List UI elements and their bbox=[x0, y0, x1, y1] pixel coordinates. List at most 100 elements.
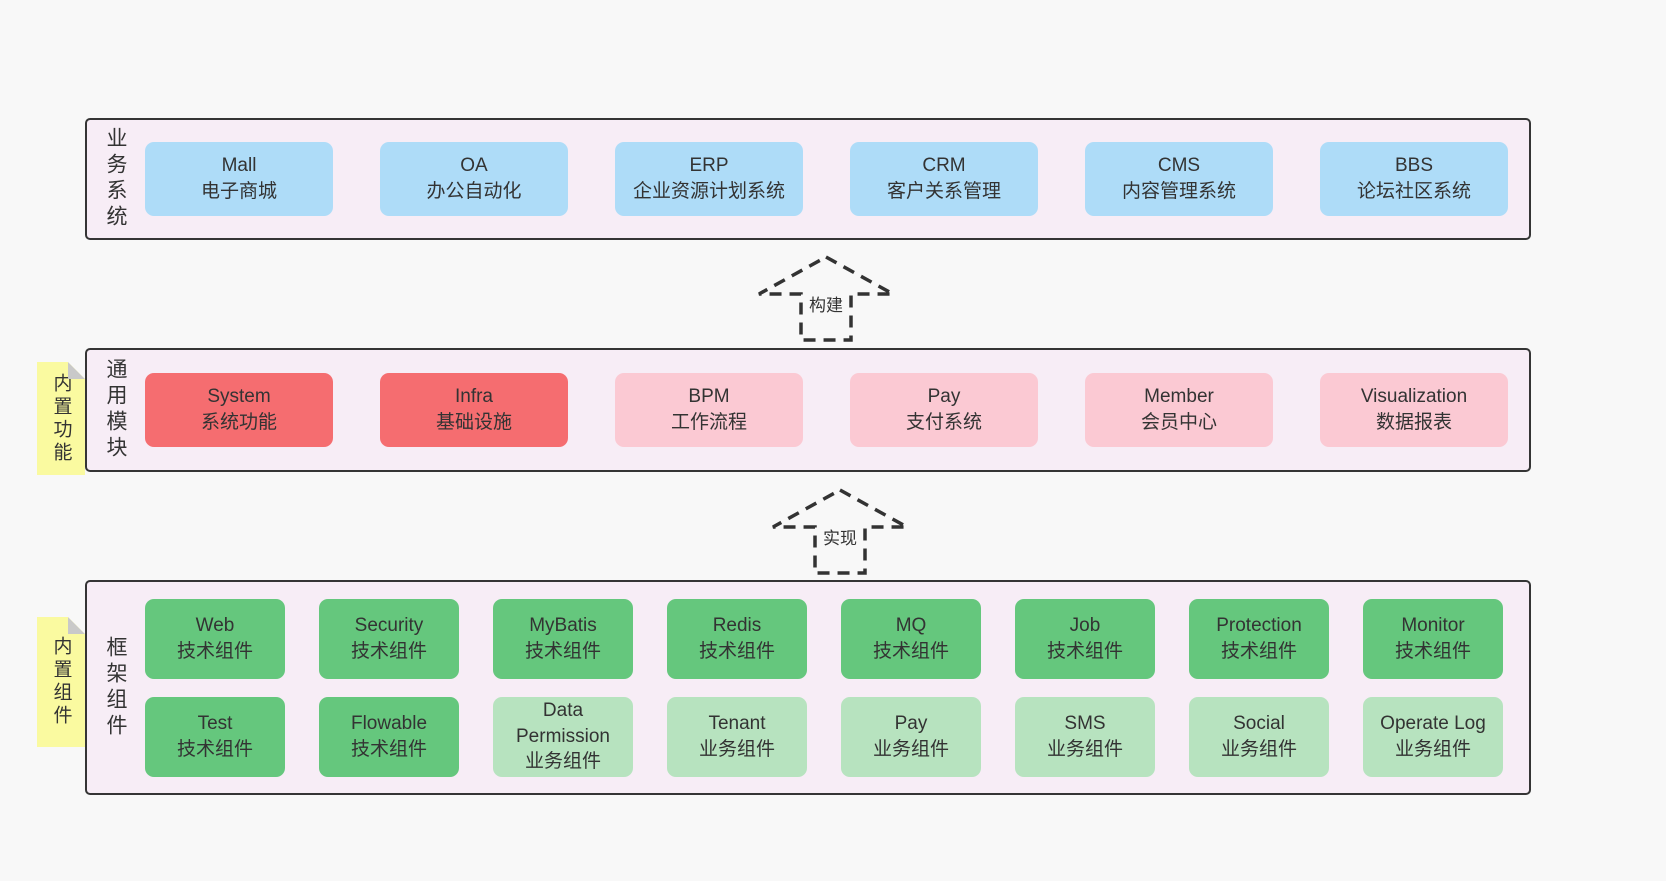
box-mq: MQ 技术组件 bbox=[841, 598, 981, 679]
box-pay: Pay 支付系统 bbox=[850, 373, 1038, 447]
box-data-permission: Data Permission 业务组件 bbox=[493, 696, 633, 777]
box-title: Web bbox=[195, 614, 235, 636]
box-title: OA bbox=[460, 155, 488, 177]
box-mall: Mall 电子商城 bbox=[145, 142, 333, 216]
box-title: Social bbox=[1233, 712, 1285, 734]
box-title: Redis bbox=[712, 614, 762, 636]
build-arrow-label: 构建 bbox=[806, 290, 846, 317]
box-subtitle: 办公自动化 bbox=[426, 181, 522, 202]
box-title: Pay bbox=[894, 712, 928, 734]
box-title: SMS bbox=[1064, 712, 1106, 734]
box-title: Operate Log bbox=[1380, 712, 1486, 734]
box-title: MyBatis bbox=[529, 614, 597, 636]
build-arrow: 构建 bbox=[756, 254, 896, 344]
band-framework-label: 框架组件 bbox=[104, 635, 127, 740]
box-subtitle: 企业资源计划系统 bbox=[632, 181, 785, 202]
implement-arrow: 实现 bbox=[770, 487, 910, 577]
box-visualization: Visualization 数据报表 bbox=[1320, 373, 1508, 447]
box-system: System 系统功能 bbox=[145, 373, 333, 447]
sticky-note-label: 内置功能 bbox=[50, 372, 72, 465]
box-title: CMS bbox=[1157, 155, 1201, 177]
box-title: Visualization bbox=[1360, 386, 1468, 408]
box-subtitle: 技术组件 bbox=[350, 738, 427, 760]
box-pay-biz: Pay 业务组件 bbox=[841, 696, 981, 777]
box-title: CRM bbox=[922, 155, 966, 177]
box-title: Member bbox=[1144, 386, 1214, 408]
box-erp: ERP 企业资源计划系统 bbox=[615, 142, 803, 216]
box-title: BPM bbox=[688, 386, 730, 408]
implement-arrow-label: 实现 bbox=[820, 523, 860, 550]
box-infra: Infra 基础设施 bbox=[380, 373, 568, 447]
box-title: BBS bbox=[1394, 155, 1434, 177]
box-redis: Redis 技术组件 bbox=[667, 598, 807, 679]
box-flowable: Flowable 技术组件 bbox=[319, 696, 459, 777]
box-subtitle: 支付系统 bbox=[905, 412, 982, 433]
box-subtitle: 技术组件 bbox=[698, 640, 775, 662]
box-subtitle: 技术组件 bbox=[872, 640, 949, 662]
box-subtitle: 业务组件 bbox=[1220, 738, 1297, 760]
sticky-note-label: 内置组件 bbox=[50, 636, 72, 728]
box-subtitle: 业务组件 bbox=[698, 738, 775, 760]
box-security: Security 技术组件 bbox=[319, 598, 459, 679]
band-framework-components: 框架组件 Web 技术组件 Security 技术组件 MyBatis 技术组件… bbox=[85, 580, 1531, 795]
box-crm: CRM 客户关系管理 bbox=[850, 142, 1038, 216]
box-oa: OA 办公自动化 bbox=[380, 142, 568, 216]
box-subtitle: 技术组件 bbox=[1394, 640, 1471, 662]
box-subtitle: 业务组件 bbox=[1046, 738, 1123, 760]
sticky-note-builtin-components: 内置组件 bbox=[37, 617, 85, 747]
box-title: Job bbox=[1069, 614, 1101, 636]
box-subtitle: 技术组件 bbox=[176, 640, 253, 662]
box-monitor: Monitor 技术组件 bbox=[1363, 598, 1503, 679]
box-subtitle: 业务组件 bbox=[1394, 738, 1471, 760]
box-title: Flowable bbox=[350, 712, 428, 734]
box-bpm: BPM 工作流程 bbox=[615, 373, 803, 447]
box-member: Member 会员中心 bbox=[1085, 373, 1273, 447]
box-test: Test 技术组件 bbox=[145, 696, 285, 777]
box-subtitle: 技术组件 bbox=[350, 640, 427, 662]
box-cms: CMS 内容管理系统 bbox=[1085, 142, 1273, 216]
box-subtitle: 业务组件 bbox=[524, 751, 601, 773]
box-subtitle: 内容管理系统 bbox=[1121, 181, 1236, 202]
box-title: Security bbox=[354, 614, 424, 636]
box-subtitle: 数据报表 bbox=[1375, 412, 1452, 433]
box-subtitle: 工作流程 bbox=[670, 412, 747, 433]
box-title: MQ bbox=[895, 614, 927, 636]
sticky-note-builtin-features: 内置功能 bbox=[37, 362, 85, 475]
box-subtitle: 基础设施 bbox=[435, 412, 512, 433]
box-sms: SMS 业务组件 bbox=[1015, 696, 1155, 777]
box-title: Data Permission bbox=[516, 700, 610, 747]
box-subtitle: 技术组件 bbox=[1046, 640, 1123, 662]
module-boxes-row: System 系统功能 Infra 基础设施 BPM 工作流程 Pay 支付系统… bbox=[128, 373, 1508, 447]
box-title: Protection bbox=[1216, 614, 1302, 636]
box-title: Test bbox=[197, 712, 233, 734]
box-subtitle: 论坛社区系统 bbox=[1356, 181, 1471, 202]
box-social: Social 业务组件 bbox=[1189, 696, 1329, 777]
box-subtitle: 技术组件 bbox=[1220, 640, 1297, 662]
box-title: Infra bbox=[454, 386, 494, 408]
box-title: Pay bbox=[927, 386, 961, 408]
band-business-label: 业务系统 bbox=[104, 127, 127, 231]
box-mybatis: MyBatis 技术组件 bbox=[493, 598, 633, 679]
band-business-systems: 业务系统 Mall 电子商城 OA 办公自动化 ERP 企业资源计划系统 CRM… bbox=[85, 118, 1531, 240]
box-title: ERP bbox=[689, 155, 729, 177]
box-title: Monitor bbox=[1401, 614, 1465, 636]
band-modules-label: 通用模块 bbox=[104, 358, 127, 462]
up-arrow-icon bbox=[772, 488, 908, 575]
box-bbs: BBS 论坛社区系统 bbox=[1320, 142, 1508, 216]
box-operate-log: Operate Log 业务组件 bbox=[1363, 696, 1503, 777]
box-title: System bbox=[207, 386, 271, 408]
box-subtitle: 电子商城 bbox=[200, 181, 277, 202]
up-arrow-icon bbox=[758, 255, 894, 342]
band-common-modules: 通用模块 System 系统功能 Infra 基础设施 BPM 工作流程 Pay… bbox=[85, 348, 1531, 472]
box-subtitle: 技术组件 bbox=[176, 738, 253, 760]
framework-boxes-grid: Web 技术组件 Security 技术组件 MyBatis 技术组件 Redi… bbox=[128, 598, 1503, 777]
box-subtitle: 技术组件 bbox=[524, 640, 601, 662]
box-subtitle: 业务组件 bbox=[872, 738, 949, 760]
box-protection: Protection 技术组件 bbox=[1189, 598, 1329, 679]
box-title: Tenant bbox=[708, 712, 766, 734]
box-subtitle: 系统功能 bbox=[200, 412, 277, 433]
box-subtitle: 会员中心 bbox=[1140, 412, 1217, 433]
box-job: Job 技术组件 bbox=[1015, 598, 1155, 679]
box-web: Web 技术组件 bbox=[145, 598, 285, 679]
